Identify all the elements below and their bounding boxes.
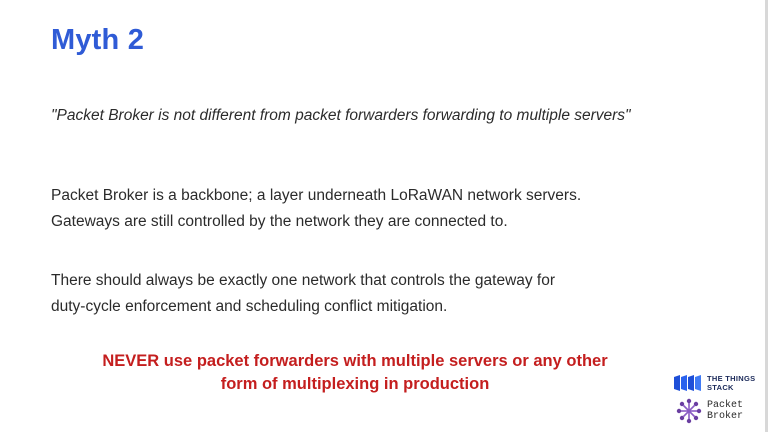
paragraph-backbone: Packet Broker is a backbone; a layer und…	[51, 183, 581, 235]
warning-line: form of multiplexing in production	[220, 375, 490, 393]
logo-group: THE THINGS STACK	[674, 372, 764, 428]
paragraph-line: duty-cycle enforcement and scheduling co…	[51, 298, 448, 315]
the-things-stack-wordmark: THE THINGS STACK	[707, 374, 756, 392]
warning-line: NEVER use packet forwarders with multipl…	[102, 352, 608, 370]
paragraph-one-network: There should always be exactly one netwo…	[51, 268, 555, 320]
the-things-stack-icon	[674, 374, 702, 392]
myth-quote: "Packet Broker is not different from pac…	[51, 107, 631, 124]
the-things-stack-logo: THE THINGS STACK	[674, 374, 764, 392]
slide-title: Myth 2	[51, 24, 145, 56]
paragraph-line: Gateways are still controlled by the net…	[51, 213, 508, 230]
paragraph-line: There should always be exactly one netwo…	[51, 272, 556, 289]
packet-broker-logo: Packet Broker	[674, 396, 764, 426]
slide-edge	[765, 0, 768, 432]
packet-broker-icon	[676, 398, 702, 424]
packet-broker-wordmark: Packet Broker	[707, 400, 744, 422]
paragraph-line: Packet Broker is a backbone; a layer und…	[51, 187, 582, 204]
warning-text: NEVER use packet forwarders with multipl…	[40, 350, 670, 396]
